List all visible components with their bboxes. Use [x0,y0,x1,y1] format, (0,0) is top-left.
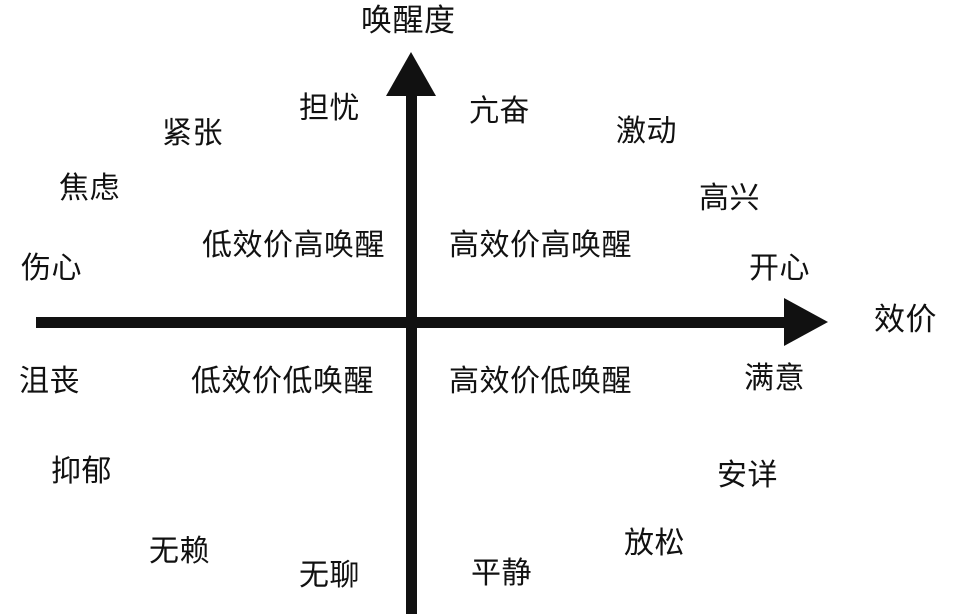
arousal-axis-label: 唤醒度 [361,3,456,39]
quadrant-label-high-valence-low-arousal: 高效价低唤醒 [449,364,632,399]
emotion-label-kaixin: 开心 [749,251,810,286]
quadrant-label-high-valence-high-arousal: 高效价高唤醒 [449,228,632,263]
emotion-label-anxiang: 安详 [717,458,778,493]
emotion-label-pingjing: 平静 [471,556,532,591]
emotion-label-yiyu: 抑郁 [51,454,112,489]
emotion-label-wuliao: 无聊 [299,558,360,593]
emotion-label-wulai: 无赖 [149,534,210,569]
arousal-axis-arrowhead-icon [386,52,436,96]
quadrant-label-low-valence-low-arousal: 低效价低唤醒 [191,364,374,399]
arousal-axis-line [406,93,417,614]
valence-axis-line [36,317,786,328]
emotion-label-jiaolv: 焦虑 [59,171,120,206]
valence-axis-arrowhead-icon [784,298,828,346]
emotion-label-jusang: 沮丧 [19,364,80,399]
emotion-label-manyi: 满意 [744,361,805,396]
quadrant-label-low-valence-high-arousal: 低效价高唤醒 [202,228,385,263]
emotion-label-jinzhang: 紧张 [162,116,223,151]
emotion-label-danyou: 担忧 [299,91,360,126]
emotion-label-fangsong: 放松 [624,526,685,561]
emotion-label-kangfen: 亢奋 [469,94,530,129]
emotion-label-shangxin: 伤心 [21,251,82,286]
valence-axis-label: 效价 [874,302,937,338]
emotion-label-gaoxing: 高兴 [699,181,760,216]
emotion-label-jidong: 激动 [616,114,677,149]
